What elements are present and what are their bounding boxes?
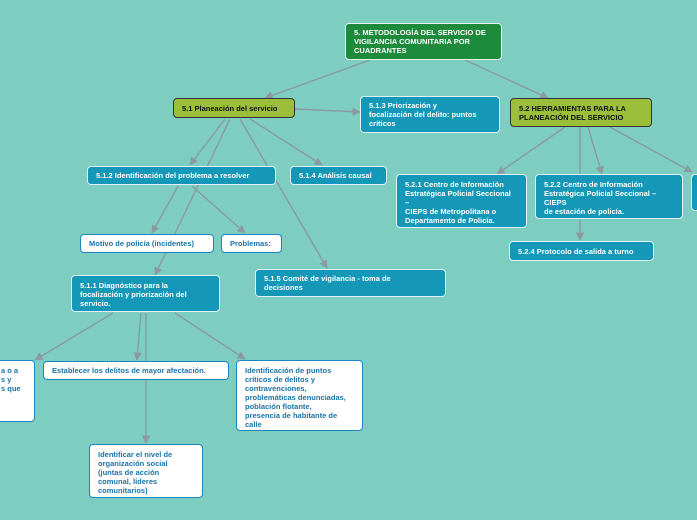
node-analisis-causal[interactable]: 5.1.4 Análisis causal [290, 166, 387, 185]
edge-diagnostico-left [34, 312, 114, 361]
node-problemas[interactable]: Problemas: [221, 234, 282, 253]
root-node-metodologia[interactable]: 5. METODOLOGÍA DEL SERVICIO DE VIGILANCI… [345, 23, 502, 60]
node-diagnostico-focalizacion[interactable]: 5.1.1 Diagnóstico para la focalización y… [71, 275, 220, 312]
node-planeacion-servicio[interactable]: 5.1 Planeación del servicio [173, 98, 295, 118]
node-comite-vigilancia[interactable]: 5.1.5 Comité de vigilancia - toma de dec… [255, 269, 446, 297]
edge-herramientas-cieps-estacion [587, 126, 604, 175]
edge-root-herramientas [464, 59, 549, 99]
node-herramientas-planeacion[interactable]: 5.2 HERRAMIENTAS PARA LA PLANEACIÓN DEL … [510, 98, 652, 127]
node-protocolo-salida[interactable]: 5.2.4 Protocolo de salida a turno [509, 241, 654, 261]
node-priorizacion-focalizacion[interactable]: 5.1.3 Priorización y focalización del de… [360, 96, 500, 133]
node-puntos-criticos[interactable]: Identificación de puntos críticos de del… [236, 360, 363, 431]
edge-herramientas-cieps-metro [496, 126, 566, 175]
edge-herramientas-offscreen [609, 126, 693, 173]
node-identificacion-problema[interactable]: 5.1.2 Identificación del problema a reso… [87, 166, 276, 185]
edge-identificacion-motivo [151, 185, 179, 234]
edge-identificacion-problemas [191, 185, 246, 234]
edge-planeacion-priorizacion [294, 107, 361, 116]
node-cieps-metropolitana[interactable]: 5.2.1 Centro de Información Estratégica … [396, 174, 527, 228]
edge-planeacion-comite [239, 118, 328, 269]
edge-root-planeacion [264, 59, 371, 100]
edge-planeacion-analisis [249, 118, 323, 166]
node-motivo-policia[interactable]: Motivo de policía (incidentes) [80, 234, 214, 253]
node-offscreen-right[interactable] [691, 174, 697, 211]
edge-planeacion-identificacion [189, 118, 226, 166]
node-delitos-mayor-afectacion[interactable]: Establecer los delitos de mayor afectaci… [43, 361, 229, 380]
node-cieps-estacion[interactable]: 5.2.2 Centro de Información Estratégica … [535, 174, 683, 219]
edge-diagnostico-puntos [174, 312, 246, 360]
edge-diagnostico-delitos [133, 312, 142, 361]
node-nivel-organizacion[interactable]: Identificar el nivel de organización soc… [89, 444, 203, 498]
node-left-partial[interactable]: a o a s y s que [0, 360, 35, 422]
